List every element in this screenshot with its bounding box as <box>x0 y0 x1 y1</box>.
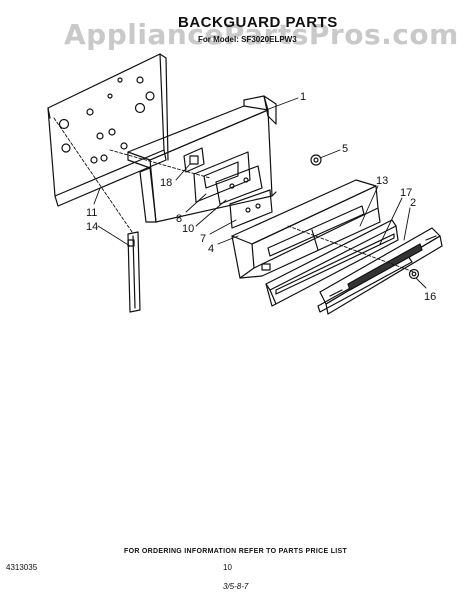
page-number: 10 <box>223 563 232 572</box>
diagram-title: BACKGUARD PARTS <box>178 14 338 31</box>
leader-lines <box>53 97 427 289</box>
callout-5: 5 <box>342 143 348 155</box>
switch-plate-part-7 <box>229 189 273 229</box>
screw-part-5 <box>310 154 322 166</box>
callout-18: 18 <box>160 177 172 189</box>
end-cap-part-14 <box>127 231 141 313</box>
switch-part-10 <box>215 165 263 205</box>
ordering-note: FOR ORDERING INFORMATION REFER TO PARTS … <box>124 548 348 555</box>
callout-14: 14 <box>86 221 98 233</box>
watermark: AppliancePartsPros.com <box>64 18 459 51</box>
callout-2: 2 <box>410 197 416 209</box>
callout-10: 10 <box>182 223 194 235</box>
callout-7: 7 <box>200 233 206 245</box>
control-panel-frame-part-4 <box>231 179 381 279</box>
model-subtitle: For Model: SF3020ELPW3 <box>198 35 297 44</box>
back-panel-part-11 <box>47 53 169 207</box>
date-code: 3/5-8-7 <box>223 582 249 591</box>
callout-13: 13 <box>376 175 388 187</box>
control-bracket-part-8 <box>193 151 251 203</box>
nameplate-panel-part-2 <box>319 227 443 315</box>
trim-strip-part-13 <box>265 219 399 307</box>
backguard-housing-part-1 <box>127 95 277 223</box>
document-number: 4313035 <box>6 563 38 572</box>
screw-part-16 <box>408 268 420 280</box>
callout-11: 11 <box>86 207 97 219</box>
callout-17: 17 <box>400 187 412 199</box>
overlay-strip-part-17 <box>317 255 413 313</box>
callout-8: 8 <box>176 213 182 225</box>
callout-1: 1 <box>300 91 306 103</box>
callout-labels: 1 5 18 8 10 7 4 13 17 2 16 11 14 <box>86 91 436 303</box>
bracket-part-18 <box>183 147 205 173</box>
callout-16: 16 <box>424 291 436 303</box>
callout-4: 4 <box>208 243 214 255</box>
